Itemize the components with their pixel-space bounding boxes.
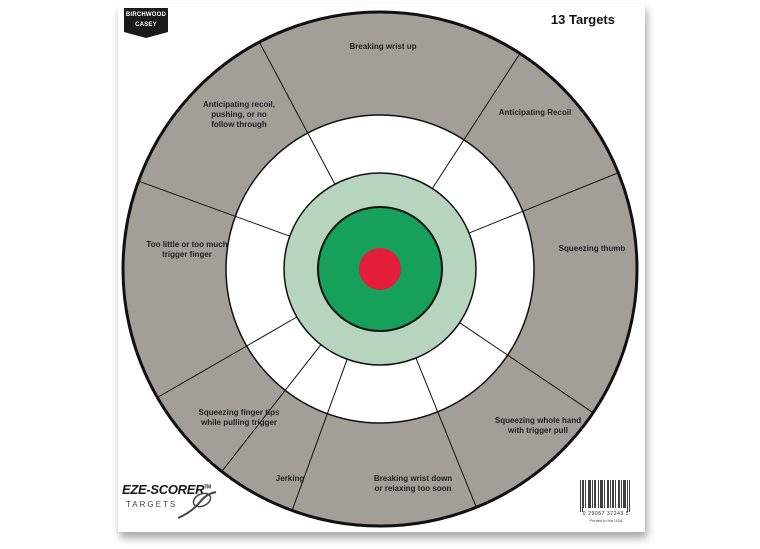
zone-label-bottom: Breaking wrist down or relaxing too soon: [373, 474, 453, 493]
zone-divider: [291, 413, 328, 510]
barcode-bar: [588, 480, 589, 508]
barcode-origin: Printed in the USA: [589, 518, 623, 523]
barcode-bar: [621, 480, 622, 508]
ring-divider: [468, 210, 523, 234]
ring-divider: [284, 344, 322, 391]
brand-line-1: BIRCHWOOD: [125, 12, 167, 18]
ring-divider: [307, 132, 336, 185]
barcode-bar: [615, 480, 616, 508]
zone-label-lower-right: Squeezing whole hand with trigger pull: [494, 416, 582, 435]
barcode-bar: [618, 480, 619, 508]
barcode-bar: [592, 480, 593, 508]
barcode-bar: [629, 480, 630, 512]
zone-label-upper-right: Anticipating Recoil: [498, 108, 572, 117]
zone-divider: [463, 54, 520, 141]
target-sheet: BIRCHWOOD CASEY 13 Targets Breaking wris…: [118, 4, 645, 532]
barcode-bar: [608, 480, 609, 508]
barcode-bar: [613, 480, 614, 508]
zone-divider: [259, 42, 309, 134]
barcode-bar: [589, 480, 590, 508]
bullseye: [359, 248, 401, 290]
ring-divider: [246, 316, 298, 347]
barcode-bar: [619, 480, 620, 508]
zone-divider: [139, 180, 236, 217]
barcode-bar: [590, 480, 591, 508]
ring-divider: [459, 322, 508, 356]
brand-line-2: CASEY: [135, 22, 157, 28]
barcode-bar: [624, 480, 625, 508]
barcode-bar: [580, 480, 581, 512]
barcode-bar: [612, 480, 613, 508]
zone-label-top: Breaking wrist up: [349, 42, 417, 51]
zone-label-left: Too little or too much trigger finger: [146, 240, 228, 259]
ring-divider: [326, 359, 348, 414]
logo-subtitle: TARGETS: [126, 500, 178, 509]
zone-divider: [221, 390, 286, 472]
ring-divider: [235, 215, 290, 237]
zone-label-right: Squeezing thumb: [558, 244, 626, 253]
barcode-bar: [610, 480, 611, 508]
logo-name: EZE-SCORERTM: [122, 482, 211, 497]
zone-label-upper-left: Anticipating recoil, pushing, or no foll…: [202, 100, 275, 129]
barcode-bar: [594, 480, 595, 508]
barcode-digits: 0 29057 37243 5: [582, 511, 630, 517]
barcode-bar: [623, 480, 624, 508]
ring-divider: [415, 357, 439, 412]
barcode-bar: [600, 480, 601, 508]
barcode-bar: [598, 480, 599, 508]
zone-divider: [437, 411, 477, 507]
zone-divider: [522, 172, 618, 212]
barcode-bar: [607, 480, 608, 508]
barcode-bars: [580, 480, 630, 512]
zone-divider: [507, 354, 593, 413]
brand-badge: BIRCHWOOD CASEY: [124, 8, 168, 38]
badge-shape: [124, 8, 168, 38]
logo-swoosh-icon: [177, 491, 217, 519]
barcode-bar: [585, 480, 586, 508]
zone-label-lower-left: Squeezing finger tips while pulling trig…: [198, 408, 280, 427]
barcode: 0 29057 37243 5 Printed in the USA: [576, 480, 636, 526]
eze-scorer-logo: EZE-SCORERTM TARGETS: [122, 482, 222, 526]
barcode-bar: [595, 480, 596, 508]
zone-label-bottom-left: Jerking: [275, 474, 305, 483]
barcode-bar: [583, 480, 584, 508]
target-count: 13 Targets: [550, 12, 615, 27]
barcode-bar: [604, 480, 605, 508]
barcode-bar: [582, 480, 583, 512]
barcode-bar: [627, 480, 628, 512]
zone-dividers: [139, 42, 618, 510]
ring-divider: [431, 139, 465, 189]
logo-name-text: EZE-SCORER: [122, 482, 205, 497]
barcode-bar: [602, 480, 603, 508]
barcode-bar: [601, 480, 602, 508]
target-graphic: [121, 10, 639, 528]
white-ring-dividers: [235, 132, 523, 414]
zone-divider: [158, 345, 247, 398]
barcode-bar: [625, 480, 626, 508]
logo-trademark: TM: [204, 484, 211, 491]
